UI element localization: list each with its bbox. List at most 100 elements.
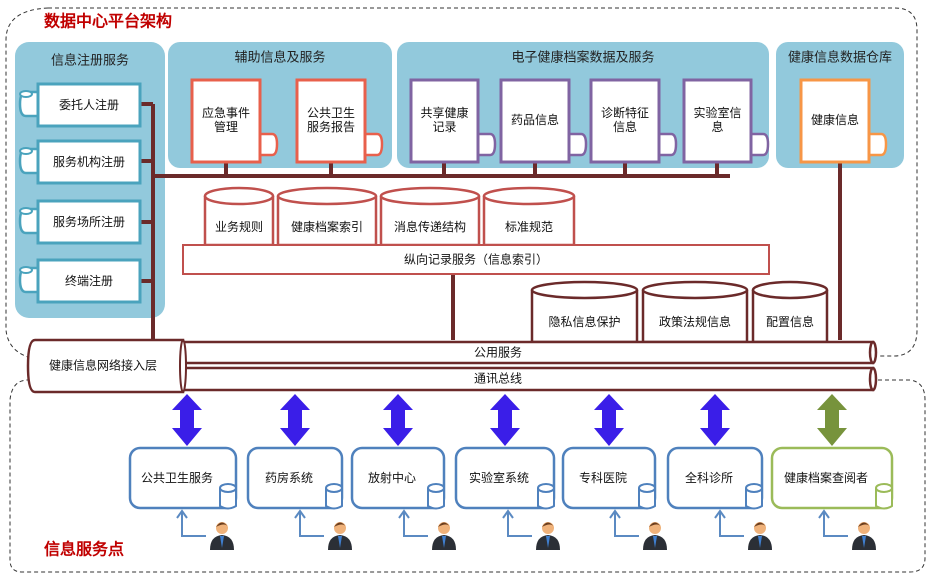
- user-icon: [536, 522, 560, 550]
- service-point-label: 公共卫生服务: [141, 470, 213, 485]
- document-item: 公共卫生服务报告: [295, 78, 384, 164]
- input-arrow-icon: [719, 512, 744, 537]
- input-arrow-icon: [403, 512, 428, 537]
- access-layer-label: 健康信息网络接入层: [49, 358, 157, 373]
- registration-header: 信息注册服务: [51, 53, 129, 69]
- database-icon: [325, 488, 343, 510]
- document-item: 实验室信息: [682, 78, 770, 164]
- registration-item: 服务机构注册: [18, 139, 142, 185]
- input-arrow-icon: [181, 512, 206, 537]
- database-icon: [260, 132, 279, 157]
- service-point: 专科医院: [561, 394, 667, 550]
- access-layer: [26, 338, 187, 394]
- registration-item: 终端注册: [18, 258, 142, 304]
- service-point-label: 实验室系统: [469, 470, 529, 485]
- database-icon: [745, 488, 763, 510]
- data-store-label: 隐私信息保护: [548, 314, 620, 329]
- auxiliary-header: 辅助信息及服务: [234, 50, 325, 66]
- database-icon: [659, 132, 678, 157]
- user-icon: [432, 522, 456, 550]
- database-icon: [569, 132, 588, 157]
- registration-item: 服务场所注册: [18, 199, 142, 245]
- platform-boundary-left: [5, 7, 49, 358]
- document-item-label: 诊断特征信息: [601, 105, 649, 134]
- public-service-bus: [178, 340, 878, 365]
- database-icon: [751, 132, 770, 157]
- data-store: 健康档案索引: [276, 186, 378, 247]
- database-icon: [478, 132, 497, 157]
- document-item-label: 健康信息: [811, 112, 859, 127]
- data-store-label: 消息传递结构: [394, 219, 466, 234]
- communication-bus: [178, 366, 878, 392]
- service-point: 全科诊所: [666, 394, 772, 550]
- registration-item-label: 服务场所注册: [53, 214, 125, 229]
- document-item: 应急事件管理: [190, 78, 279, 164]
- user-icon: [852, 522, 876, 550]
- document-item-label: 共享健康记录: [420, 105, 468, 134]
- bidirectional-arrow-icon: [817, 394, 847, 446]
- service-point-label: 药房系统: [265, 470, 313, 485]
- data-store-label: 标准规范: [505, 219, 553, 234]
- document-item: 健康信息: [799, 78, 888, 164]
- service-point: 健康档案查阅者: [770, 394, 894, 550]
- database-icon: [638, 488, 656, 510]
- data-store-label: 健康档案索引: [291, 219, 363, 234]
- service-point: 放射中心: [350, 394, 456, 550]
- service-boundary: [9, 379, 926, 573]
- bidirectional-arrow-icon: [490, 394, 520, 446]
- database-icon: [869, 132, 888, 157]
- document-item: 共享健康记录: [409, 78, 497, 164]
- registration-item-label: 终端注册: [65, 273, 113, 288]
- platform-title: 数据中心平台架构: [44, 12, 172, 31]
- data-store: 配置信息: [751, 280, 829, 344]
- service-point-label: 专科医院: [579, 470, 627, 485]
- data-store-label: 政策法规信息: [659, 314, 731, 329]
- data-store: 隐私信息保护: [530, 280, 639, 344]
- service-point-label: 放射中心: [368, 470, 416, 485]
- data-store: 业务规则: [203, 186, 275, 247]
- registration-item: 委托人注册: [18, 82, 142, 128]
- document-item-label: 应急事件管理: [202, 105, 250, 134]
- registration-item-label: 委托人注册: [59, 97, 119, 112]
- connectors: [140, 102, 842, 340]
- ehr-header: 电子健康档案数据及服务: [511, 50, 654, 66]
- input-arrow-icon: [823, 512, 848, 537]
- registration-item-label: 服务机构注册: [53, 154, 125, 169]
- document-item-label: 公共卫生服务报告: [307, 106, 355, 134]
- database-icon: [365, 132, 384, 157]
- service-points-title: 信息服务点: [44, 540, 124, 559]
- warehouse-header: 健康信息数据仓库: [788, 50, 892, 66]
- data-store-label: 配置信息: [766, 314, 814, 329]
- data-store: 消息传递结构: [379, 186, 481, 247]
- document-item-label: 药品信息: [511, 112, 559, 127]
- data-store-label: 业务规则: [215, 219, 263, 234]
- service-point: 药房系统: [246, 394, 352, 550]
- data-store: 标准规范: [482, 186, 576, 247]
- user-icon: [748, 522, 772, 550]
- document-item: 药品信息: [499, 78, 588, 164]
- input-arrow-icon: [614, 512, 639, 537]
- input-arrow-icon: [299, 512, 324, 537]
- service-point-label: 全科诊所: [685, 470, 733, 485]
- input-arrow-icon: [507, 512, 532, 537]
- bidirectional-arrow-icon: [172, 394, 202, 446]
- longitudinal-service-bar: [182, 244, 770, 275]
- database-icon: [427, 488, 445, 510]
- service-point: 实验室系统: [454, 394, 560, 550]
- data-store: 政策法规信息: [641, 280, 749, 344]
- bidirectional-arrow-icon: [280, 394, 310, 446]
- user-icon: [210, 522, 234, 550]
- bidirectional-arrow-icon: [383, 394, 413, 446]
- communication-bus-label: 通讯总线: [474, 372, 522, 386]
- service-point: 公共卫生服务: [128, 394, 238, 550]
- database-icon: [875, 488, 893, 510]
- database-icon: [537, 488, 555, 510]
- user-icon: [643, 522, 667, 550]
- bidirectional-arrow-icon: [700, 394, 730, 446]
- service-point-label: 健康档案查阅者: [784, 470, 868, 485]
- bidirectional-arrow-icon: [594, 394, 624, 446]
- public-service-label: 公用服务: [474, 345, 522, 360]
- document-item-label: 实验室信息: [693, 105, 741, 134]
- user-icon: [328, 522, 352, 550]
